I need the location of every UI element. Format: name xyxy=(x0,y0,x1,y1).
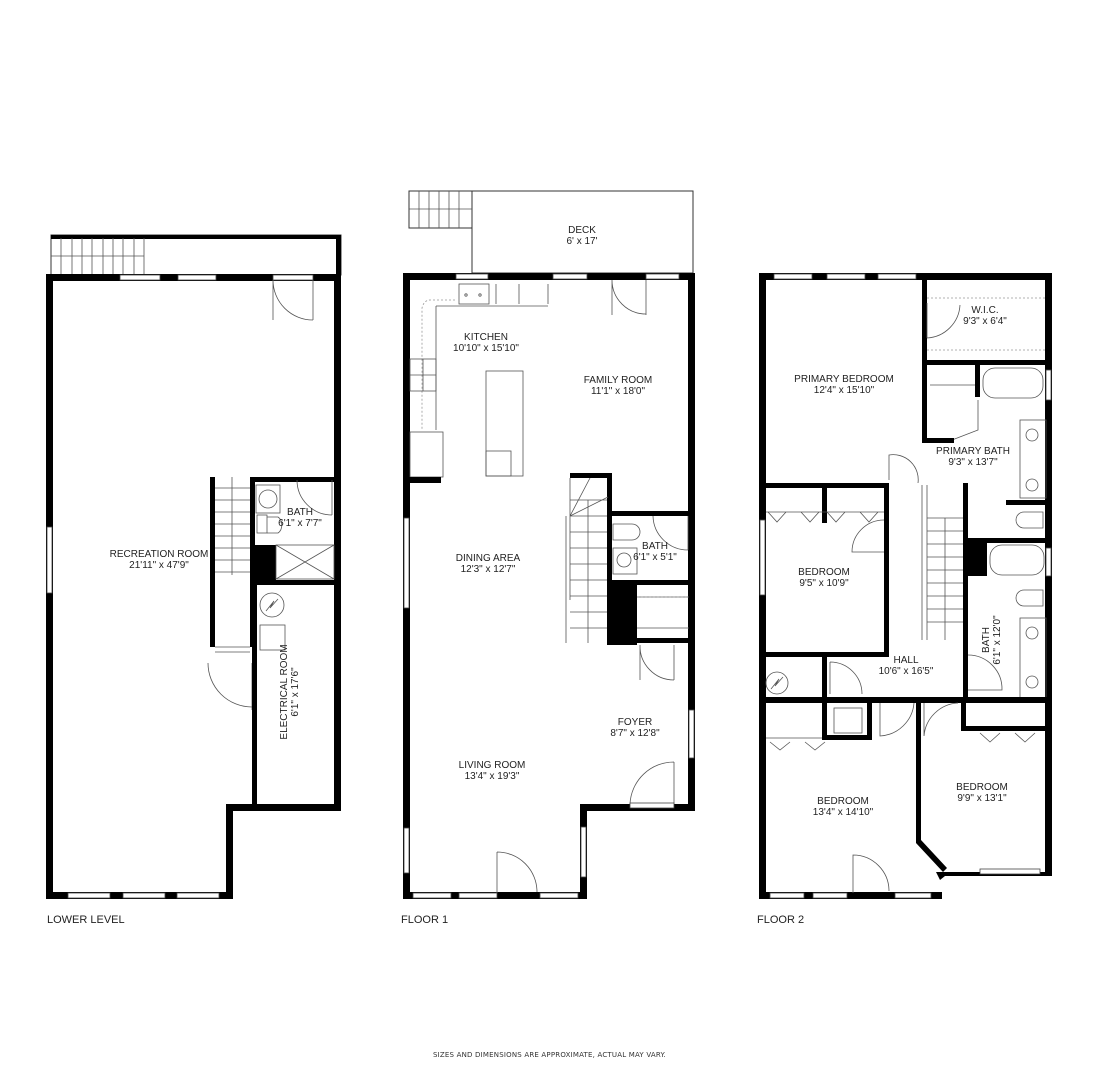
lower-level-plan xyxy=(46,234,342,899)
room-label-kitchen: KITCHEN 10'10" x 15'10" xyxy=(453,332,519,354)
room-name: FAMILY ROOM xyxy=(583,375,653,386)
room-dimensions: 6'1" x 17'6" xyxy=(290,667,301,717)
room-name: BATH xyxy=(287,507,313,518)
room-label-living-room: LIVING ROOM 13'4" x 19'3" xyxy=(459,760,526,782)
room-label-floor1-bath: BATH 6'1" x 5'1" xyxy=(633,541,677,563)
room-label-hall: HALL 10'6" x 16'5" xyxy=(879,655,934,677)
room-label-recreation-room: RECREATION ROOM 21'11" x 47'9" xyxy=(110,549,209,571)
room-label-dining-area: DINING AREA 12'3" x 12'7" xyxy=(456,553,520,575)
room-dimensions: 12'4" x 15'10" xyxy=(813,385,875,396)
room-label-wic: W.I.C. 9'3" x 6'4" xyxy=(963,305,1007,327)
room-dimensions: 10'10" x 15'10" xyxy=(453,343,519,354)
room-label-bedroom-3: BEDROOM 13'4" x 14'10" xyxy=(813,796,873,818)
room-name: DECK xyxy=(568,225,596,236)
room-name: BEDROOM xyxy=(956,782,1008,793)
room-label-primary-bedroom: PRIMARY BEDROOM 12'4" x 15'10" xyxy=(794,374,894,396)
room-dimensions: 9'9" x 13'1" xyxy=(957,793,1007,804)
floor-label-floor-1: FLOOR 1 xyxy=(401,914,449,926)
floor-label-floor-2: FLOOR 2 xyxy=(757,914,805,926)
room-name: RECREATION ROOM xyxy=(109,549,209,560)
room-dimensions: 13'4" x 19'3" xyxy=(464,771,520,782)
disclaimer-text: SIZES AND DIMENSIONS ARE APPROXIMATE, AC… xyxy=(433,1051,666,1059)
floor-label-lower-level: LOWER LEVEL xyxy=(47,914,125,926)
room-dimensions: 21'11" x 47'9" xyxy=(129,560,189,571)
room-name: PRIMARY BATH xyxy=(936,446,1010,457)
room-dimensions: 6'1" x 12'0" xyxy=(992,615,1003,665)
room-dimensions: 9'5" x 10'9" xyxy=(799,578,849,589)
room-name: HALL xyxy=(893,655,919,666)
room-dimensions: 6' x 17' xyxy=(566,236,598,247)
floor-1-plan xyxy=(403,190,695,899)
room-name: LIVING ROOM xyxy=(458,760,526,771)
room-name: BATH xyxy=(642,541,668,552)
room-dimensions: 10'6" x 16'5" xyxy=(878,666,934,677)
room-name: PRIMARY BEDROOM xyxy=(794,374,894,385)
floor-2-plan xyxy=(759,273,1052,899)
room-label-hall-bath: BATH 6'1" x 12'0" xyxy=(981,615,1003,664)
exterior-stairs-icon xyxy=(50,234,342,276)
room-name: ELECTRICAL ROOM xyxy=(279,644,290,740)
room-name: BATH xyxy=(981,627,992,653)
room-label-foyer: FOYER 8'7" x 12'8" xyxy=(610,717,659,739)
deck-stairs-icon xyxy=(408,190,473,229)
room-label-lower-bath: BATH 6'1" x 7'7" xyxy=(278,507,322,529)
room-label-bedroom-2: BEDROOM 9'5" x 10'9" xyxy=(798,567,850,589)
room-dimensions: 9'3" x 6'4" xyxy=(963,316,1007,327)
room-name: BEDROOM xyxy=(798,567,850,578)
room-dimensions: 6'1" x 5'1" xyxy=(633,552,677,563)
room-label-deck: DECK 6' x 17' xyxy=(566,225,597,247)
room-dimensions: 6'1" x 7'7" xyxy=(278,518,322,529)
room-name: W.I.C. xyxy=(971,305,999,316)
room-label-bedroom-4: BEDROOM 9'9" x 13'1" xyxy=(956,782,1008,804)
room-dimensions: 13'4" x 14'10" xyxy=(812,807,874,818)
room-dimensions: 9'3" x 13'7" xyxy=(948,457,998,468)
room-label-electrical-room: ELECTRICAL ROOM 6'1" x 17'6" xyxy=(279,644,301,739)
room-label-family-room: FAMILY ROOM 11'1" x 18'0" xyxy=(584,375,653,397)
room-dimensions: 12'3" x 12'7" xyxy=(460,564,516,575)
room-name: KITCHEN xyxy=(464,332,508,343)
room-dimensions: 11'1" x 18'0" xyxy=(590,386,646,397)
room-name: BEDROOM xyxy=(817,796,869,807)
room-name: DINING AREA xyxy=(455,553,521,564)
room-name: FOYER xyxy=(617,717,653,728)
room-dimensions: 8'7" x 12'8" xyxy=(610,728,660,739)
room-label-primary-bath: PRIMARY BATH 9'3" x 13'7" xyxy=(936,446,1010,468)
